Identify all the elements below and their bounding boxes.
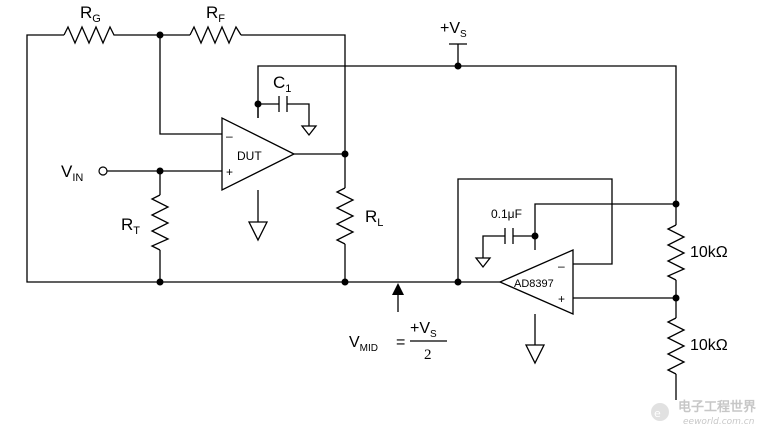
label-10k-bottom: 10kΩ — [690, 337, 728, 354]
label-rt: RT — [121, 215, 140, 237]
ground-ad8397 — [524, 344, 546, 365]
label-vin: VIN — [61, 162, 83, 184]
resistor-10k-top — [666, 224, 686, 281]
watermark-cn: 电子工程世界 — [678, 399, 756, 415]
vin-terminal-icon — [98, 166, 108, 176]
label-rf: RF — [206, 3, 225, 25]
label-10k-top: 10kΩ — [690, 244, 728, 261]
resistor-rg — [63, 25, 118, 45]
ground-c1 — [300, 125, 318, 137]
dut-minus-sign: – — [226, 129, 233, 143]
watermark-url: eeworld.com.cn — [683, 417, 755, 427]
ad8397-minus-sign: – — [558, 259, 565, 273]
capacitor-0p1uf — [504, 228, 514, 244]
label-dut: DUT — [237, 149, 262, 163]
label-cap2: 0.1μF — [491, 207, 522, 221]
vmid-numerator: +VS — [410, 320, 437, 340]
watermark-logo-glyph: e — [654, 407, 661, 420]
watermark-logo-icon — [651, 403, 669, 421]
capacitor-c1 — [278, 96, 288, 112]
vmid-arrow-icon — [392, 283, 404, 295]
resistor-10k-bottom — [666, 317, 686, 375]
resistor-rl — [335, 187, 355, 245]
vmid-denominator: 2 — [424, 347, 432, 363]
label-c1: C1 — [273, 73, 291, 95]
opamp-dut — [221, 116, 296, 192]
label-rg: RG — [80, 3, 101, 25]
vmid-symbol: VMID — [349, 334, 378, 354]
vmid-equation: VMID = +VS 2 — [349, 320, 447, 363]
label-ad8397: AD8397 — [514, 278, 554, 290]
ground-cap2 — [474, 257, 492, 269]
vmid-equals: = — [396, 334, 405, 351]
ground-dut — [247, 221, 269, 242]
dut-plus-sign: + — [226, 165, 233, 179]
opamp-ad8397 — [498, 249, 574, 315]
ad8397-plus-sign: + — [558, 292, 565, 306]
label-rl: RL — [365, 207, 383, 229]
watermark: e 电子工程世界 eeworld.com.cn — [651, 399, 756, 427]
junction-dots — [156, 31, 680, 302]
resistor-rt — [150, 194, 170, 251]
label-vs: +VS — [440, 20, 467, 40]
resistor-rf — [189, 25, 242, 45]
